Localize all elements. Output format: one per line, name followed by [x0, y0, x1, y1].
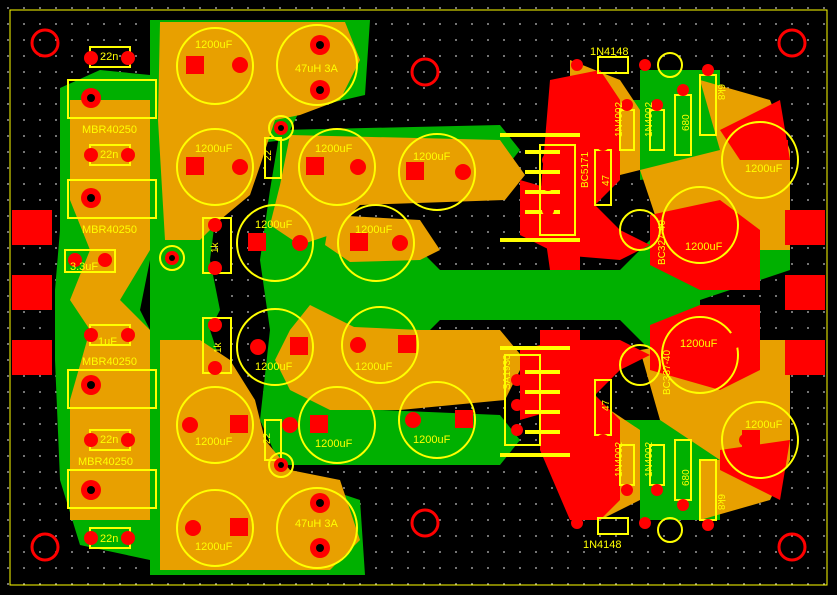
label-r_680_bot: 680 [681, 469, 692, 486]
red-copper-layer [12, 70, 825, 520]
label-d_1n4148_top: 1N4148 [590, 46, 629, 58]
label-r_1k_b: 1k [213, 341, 224, 353]
label-cap_33u: 3.3uF [70, 261, 98, 273]
label-q_bc337: BC337-40 [662, 350, 673, 395]
label-c_mid5: 1200uF [315, 438, 353, 450]
label-r_1k: 1k [210, 241, 221, 253]
label-q_bc5171: BC5171 [580, 151, 591, 188]
pads [68, 35, 788, 558]
transistor-tabs [500, 133, 580, 457]
label-d_1n4002_t2: 1N4002 [644, 102, 655, 137]
label-mbr_4: MBR40250 [78, 456, 133, 468]
label-mbr_1: MBR40250 [82, 124, 137, 136]
label-cap_22n_3: 22n [100, 434, 118, 446]
label-c_left4: 1200uF [195, 436, 233, 448]
silkscreen-outlines [64, 24, 799, 569]
label-c_mid3: 1200uF [355, 224, 393, 236]
label-cap_22n_2: 22n [100, 149, 118, 161]
label-r_47_bot: 47 [601, 399, 612, 411]
label-cap_1u: 1uF [98, 336, 117, 348]
label-c_tl: 1200uF [195, 39, 233, 51]
label-q_sa1930: SA1930 [502, 354, 513, 390]
label-c_left5: 1200uF [195, 541, 233, 553]
label-c_left2: 1200uF [255, 219, 293, 231]
mounting-holes [30, 28, 807, 562]
label-d_1n4002_t1: 1N4002 [614, 102, 625, 137]
label-c_mid1: 1200uF [315, 143, 353, 155]
label-r_22_bot: 22 [262, 432, 273, 444]
label-r_680_top: 680 [681, 114, 692, 131]
label-c_left1: 1200uF [195, 143, 233, 155]
label-r_47_top: 47 [601, 174, 612, 186]
label-d_1n4148_bot: 1N4148 [583, 539, 622, 551]
label-mbr_3: MBR40250 [82, 356, 137, 368]
label-c_left3: 1200uF [255, 361, 293, 373]
label-cap_22n_1: 22n [100, 51, 118, 63]
label-cap_22n_4: 22n [100, 533, 118, 545]
label-c_right4: 1200uF [745, 419, 783, 431]
label-r_6k8_bot: 6k8 [715, 494, 726, 511]
label-d_1n4002_b1: 1N4002 [614, 442, 625, 477]
label-q_bc327: BC327-40 [657, 220, 668, 265]
board-outline [9, 9, 828, 586]
label-c_right3: 1200uF [680, 338, 718, 350]
label-c_right2: 1200uF [685, 241, 723, 253]
silkscreen-labels: 1200uF 47uH 3A 22n MBR40250 22n 1200uF 1… [70, 39, 783, 553]
label-c_mid2: 1200uF [413, 151, 451, 163]
label-l_top: 47uH 3A [295, 63, 338, 75]
label-c_mid6: 1200uF [413, 434, 451, 446]
label-c_right1: 1200uF [745, 163, 783, 175]
label-mbr_2: MBR40250 [82, 224, 137, 236]
label-d_1n4002_b2: 1N4002 [644, 442, 655, 477]
label-r_22_top: 22 [263, 149, 274, 161]
label-c_mid4: 1200uF [355, 361, 393, 373]
label-r_6k8_top: 6k8 [715, 84, 726, 101]
label-l_bot: 47uH 3A [295, 518, 338, 530]
